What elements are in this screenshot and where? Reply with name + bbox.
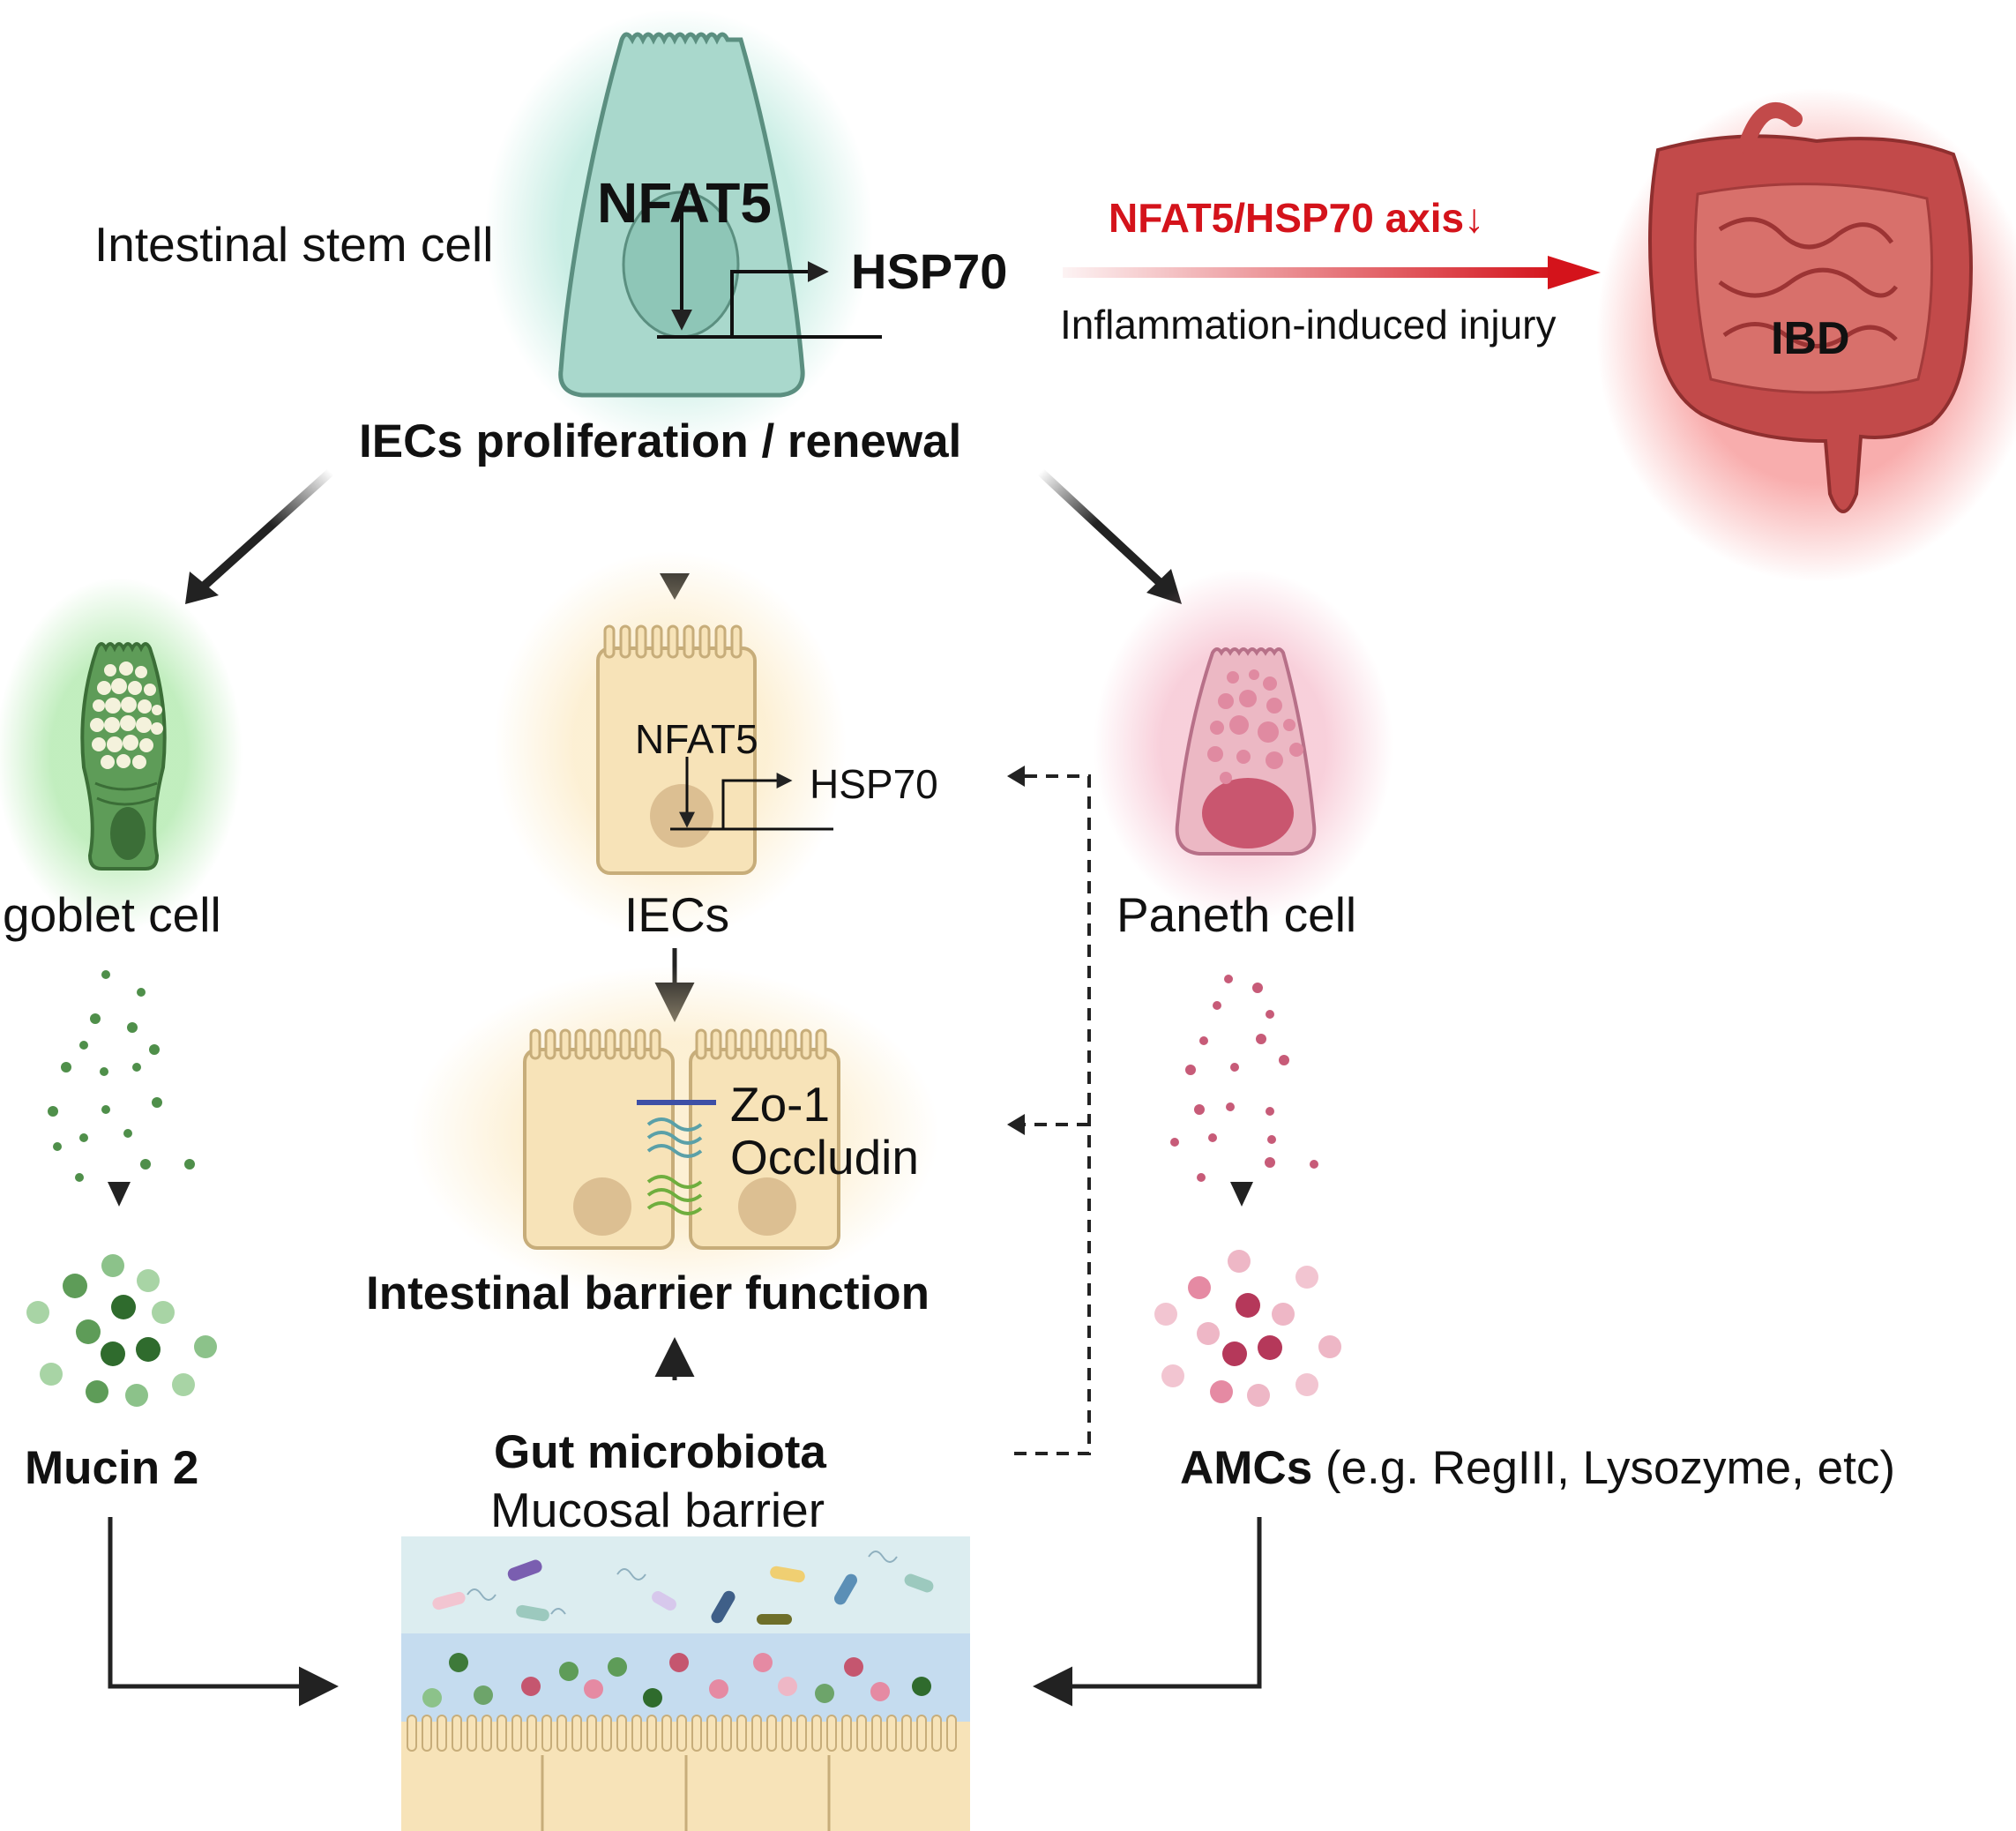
mucin-secretion-icon — [48, 966, 195, 1207]
goblet-cell-icon — [0, 578, 243, 930]
barrier-function-label: Intestinal barrier function — [366, 1267, 930, 1319]
stem-hsp70-label: HSP70 — [851, 243, 1008, 299]
intestinal-stem-cell-icon — [485, 9, 882, 450]
axis-arrow — [1063, 256, 1601, 289]
goblet-cell-label: goblet cell — [3, 887, 221, 942]
amc-secretion-icon — [1170, 966, 1318, 1207]
paneth-cell-label: Paneth cell — [1116, 887, 1357, 942]
amcs-name: AMCs — [1180, 1442, 1313, 1494]
mucin-label: Mucin 2 — [25, 1442, 199, 1494]
colon-icon — [1596, 88, 2016, 582]
amcs-label: AMCs (e.g. RegIII, Lysozyme, etc) — [1180, 1445, 1895, 1491]
axis-label: NFAT5/HSP70 axis↓ — [1109, 195, 1485, 241]
zo1-label: Zo-1 — [730, 1077, 831, 1132]
amcs-examples: (e.g. RegIII, Lysozyme, etc) — [1325, 1442, 1895, 1494]
mucin-granules-icon — [26, 1254, 217, 1407]
iec-hsp70-label: HSP70 — [810, 761, 938, 807]
iecs-label: IECs — [624, 887, 730, 942]
iec-cell-icon — [494, 551, 847, 939]
stem-nfat5-label: NFAT5 — [597, 171, 772, 235]
iec-nfat5-label: NFAT5 — [635, 716, 758, 762]
gut-microbiota-label: Gut microbiota — [494, 1426, 826, 1478]
mucosal-layer-icon — [401, 1536, 970, 1831]
paneth-cell-icon — [1094, 569, 1393, 922]
proliferation-label: IECs proliferation / renewal — [359, 415, 962, 467]
intestinal-stem-cell-label: Intestinal stem cell — [94, 217, 494, 272]
injury-label: Inflammation-induced injury — [1060, 302, 1557, 348]
tight-junction-icon — [410, 966, 939, 1301]
microbiota-feedback-line — [1007, 766, 1091, 1455]
amc-granules-icon — [1154, 1250, 1341, 1407]
occludin-label: Occludin — [730, 1130, 919, 1185]
mucosal-barrier-label: Mucosal barrier — [490, 1483, 825, 1537]
ibd-label: IBD — [1771, 313, 1850, 364]
